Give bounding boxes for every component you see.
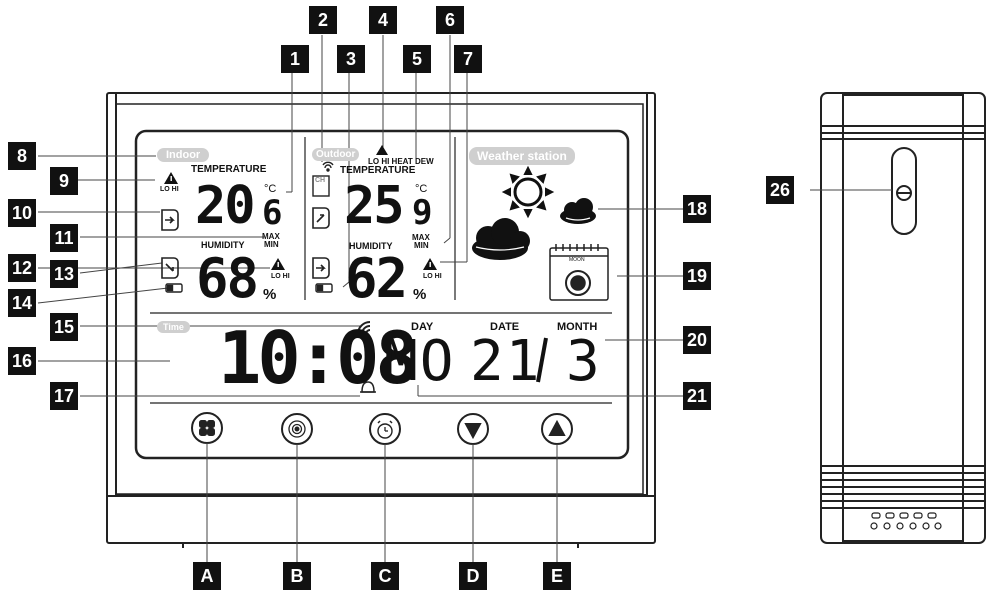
- indoor-temp-heading: TEMPERATURE: [191, 164, 267, 175]
- clock-display: 10:08: [218, 316, 419, 400]
- outdoor-temp-unit: °C: [415, 183, 428, 195]
- indoor-temperature-decimal: 6: [262, 193, 283, 233]
- button-b[interactable]: [281, 413, 313, 445]
- outdoor-label: Outdoor: [312, 148, 360, 161]
- alert-icon-marks: [170, 176, 431, 267]
- bell-icon: [360, 381, 376, 393]
- callout-20: 20: [683, 326, 711, 354]
- callout-3: 3: [337, 45, 365, 73]
- callout-a: A: [193, 562, 221, 590]
- cloud-icon: [472, 198, 596, 260]
- callout-21: 21: [683, 382, 711, 410]
- outdoor-humidity-unit: %: [413, 286, 427, 303]
- callout-4: 4: [369, 6, 397, 34]
- callout-1: 1: [281, 45, 309, 73]
- date-separator: [536, 337, 548, 383]
- callout-10: 10: [8, 199, 36, 227]
- callout-26: 26: [766, 176, 794, 204]
- leader-lines: [37, 35, 892, 564]
- callout-18: 18: [683, 195, 711, 223]
- outdoor-temp-heading: TEMPERATURE: [340, 165, 416, 176]
- callout-11: 11: [50, 224, 78, 252]
- outdoor-min-label: MIN: [414, 241, 429, 250]
- display-dividers: [150, 137, 612, 404]
- indoor-humidity: 68: [196, 247, 259, 310]
- callout-7: 7: [454, 45, 482, 73]
- outdoor-alert-text: LO HI HEAT DEW: [368, 157, 434, 166]
- callout-14: 14: [8, 289, 36, 317]
- outdoor-temperature: 25: [344, 176, 405, 236]
- outdoor-humidity: 62: [345, 247, 408, 310]
- remote-sensor: [820, 92, 986, 544]
- channel-icon: [312, 175, 330, 197]
- day-heading: DAY: [411, 321, 434, 333]
- indoor-min-label: MIN: [264, 240, 279, 249]
- outdoor-max-label: MAX: [412, 233, 430, 242]
- callout-12: 12: [8, 254, 36, 282]
- callout-e: E: [543, 562, 571, 590]
- indoor-humidity-heading: HUMIDITY: [201, 240, 245, 250]
- outdoor-humidity-alert: LO HI: [423, 273, 442, 280]
- callout-b: B: [283, 562, 311, 590]
- callout-17: 17: [50, 382, 78, 410]
- indoor-temperature: 20: [195, 176, 256, 236]
- cloud-outline: [475, 217, 591, 251]
- callout-9: 9: [50, 167, 78, 195]
- outdoor-temperature-decimal: 9: [412, 193, 433, 233]
- indoor-humidity-alert: LO HI: [271, 273, 290, 280]
- radio-signal-icon: [357, 321, 371, 344]
- sensor-vents: [870, 512, 942, 530]
- indoor-humidity-unit: %: [263, 286, 277, 303]
- callout-c: C: [371, 562, 399, 590]
- callout-d: D: [459, 562, 487, 590]
- indoor-label: Indoor: [157, 148, 210, 162]
- month-display: 3: [566, 329, 602, 394]
- signal-icon: [322, 161, 334, 172]
- indoor-temp-unit: °C: [264, 183, 277, 195]
- month-heading: MONTH: [557, 321, 598, 333]
- main-unit: [106, 92, 656, 548]
- outdoor-humidity-heading: HUMIDITY: [349, 241, 393, 251]
- button-a[interactable]: [191, 412, 223, 444]
- moon-phase-icon: [549, 244, 609, 301]
- callout-19: 19: [683, 262, 711, 290]
- callout-2: 2: [309, 6, 337, 34]
- battery-icon: [165, 283, 333, 293]
- callout-15: 15: [50, 313, 78, 341]
- button-c[interactable]: [369, 413, 401, 445]
- callout-5: 5: [403, 45, 431, 73]
- callout-13: 13: [50, 260, 78, 288]
- day-display: MO: [384, 329, 456, 394]
- date-display: 21: [470, 329, 542, 394]
- callout-16: 16: [8, 347, 36, 375]
- outdoor-channel: CH: [315, 177, 326, 184]
- indoor-alert-text: LO HI: [160, 186, 179, 193]
- indoor-max-label: MAX: [262, 232, 280, 241]
- time-label: Time: [157, 321, 190, 333]
- callout-6: 6: [436, 6, 464, 34]
- moon-label: MOON: [569, 257, 585, 263]
- date-heading: DATE: [490, 321, 520, 333]
- callout-8: 8: [8, 142, 36, 170]
- button-d[interactable]: [457, 413, 489, 445]
- weather-station-label: Weather station: [469, 147, 575, 165]
- trend-arrow-icon: [161, 207, 330, 279]
- button-e[interactable]: [541, 413, 573, 445]
- sun-icon: [501, 165, 555, 219]
